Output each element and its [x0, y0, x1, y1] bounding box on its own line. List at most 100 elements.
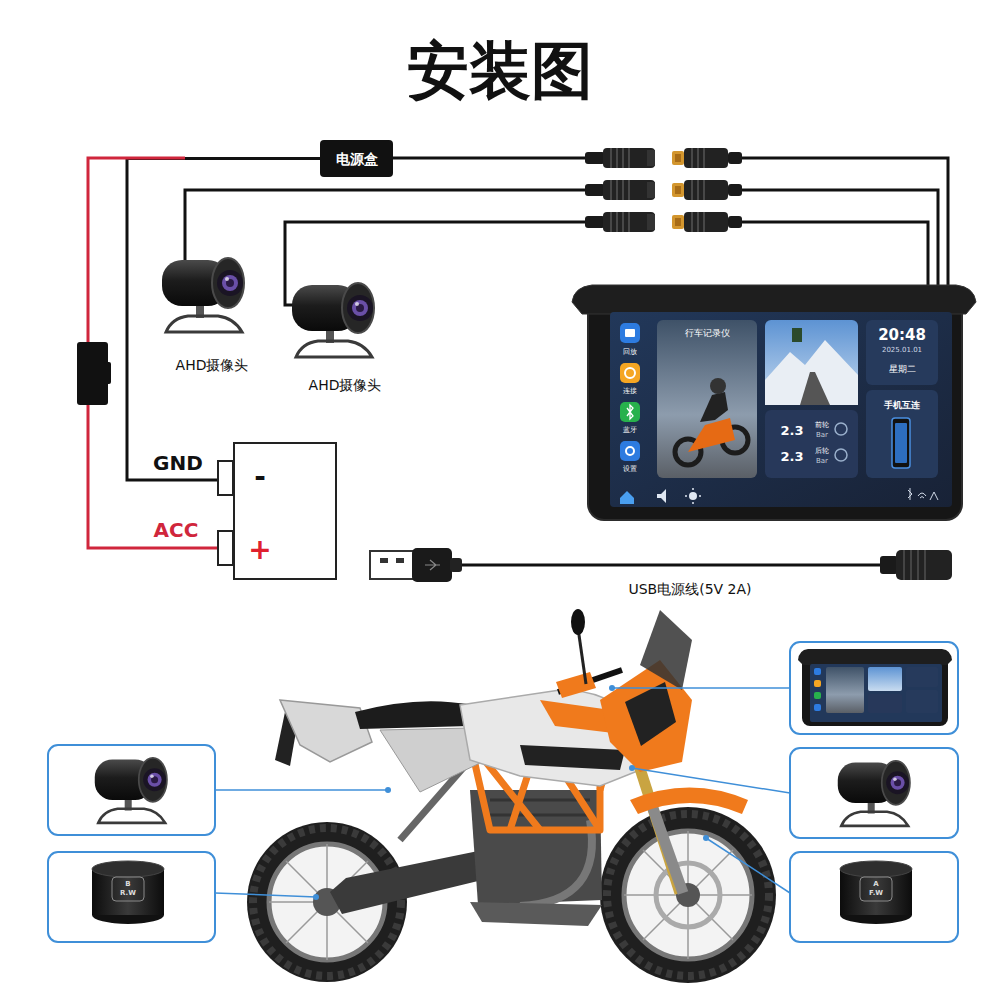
usb-cable — [380, 558, 388, 563]
callout-picture — [906, 667, 938, 687]
display-unit — [657, 489, 666, 503]
callout-picture — [906, 690, 938, 713]
waterproof-connector — [585, 212, 655, 232]
screen-text: 星期二 — [889, 365, 916, 374]
leader-line — [215, 789, 388, 791]
screen-text: 2.3 — [780, 450, 803, 463]
gnd-wire — [127, 159, 320, 481]
leader-line — [612, 687, 790, 689]
part-label: AHD摄像头 — [176, 358, 249, 372]
motorcycle — [578, 628, 586, 684]
screen-text: 20:48 — [878, 328, 926, 343]
callout-picture — [802, 656, 948, 726]
callout-picture — [92, 861, 164, 924]
screen-text: 前轮 — [815, 422, 829, 429]
ahd-camera — [162, 258, 244, 332]
waterproof-connector — [585, 180, 655, 200]
display-unit — [835, 423, 847, 435]
callout-picture — [868, 667, 902, 691]
callout-box — [48, 745, 215, 835]
fuse-holder — [77, 342, 108, 405]
motorcycle — [280, 700, 372, 762]
part-label: AHD摄像头 — [309, 378, 382, 392]
screen-text: Bar — [816, 458, 828, 465]
usb-cable — [412, 548, 452, 582]
cable-label: USB电源线(5V 2A) — [628, 582, 751, 596]
callout-picture — [814, 668, 821, 675]
display-unit — [620, 491, 634, 504]
fuse-holder — [104, 362, 111, 384]
wire-label: ACC — [154, 520, 199, 540]
callout-picture — [798, 649, 952, 665]
motorcycle — [571, 609, 585, 635]
motorcycle — [247, 609, 776, 983]
motorcycle — [624, 831, 752, 959]
sensor-mark: B — [125, 881, 130, 888]
power-box-label: 电源盒 — [336, 152, 378, 166]
motorcycle — [600, 807, 776, 983]
wiring — [740, 190, 938, 292]
leader-line — [215, 893, 316, 897]
display-unit — [627, 405, 633, 419]
motorcycle — [556, 672, 596, 698]
usb-cable — [904, 550, 925, 580]
screen-text: 连接 — [623, 388, 637, 395]
motorcycle — [656, 863, 720, 927]
display-unit — [908, 488, 912, 500]
display-unit — [620, 402, 640, 422]
ahd-camera — [292, 283, 374, 357]
display-unit — [765, 410, 858, 478]
usb-cable — [396, 558, 404, 563]
fuse-holder — [77, 342, 111, 405]
motorcycle — [470, 902, 602, 926]
sensor-mark: R.W — [120, 890, 136, 897]
display-unit — [895, 423, 907, 463]
display-unit — [572, 285, 976, 314]
display-unit — [918, 493, 926, 498]
battery-terminal — [218, 461, 233, 495]
leader-line — [632, 768, 790, 793]
display-unit — [626, 447, 634, 455]
display-unit — [620, 323, 640, 343]
display-unit — [625, 329, 635, 337]
usb-cable — [880, 556, 898, 574]
callout-picture — [814, 704, 821, 711]
usb-cable — [370, 548, 952, 582]
usb-cable — [370, 551, 414, 579]
display-unit — [620, 441, 640, 461]
display-unit — [625, 368, 635, 378]
display-unit — [800, 372, 830, 405]
wiring — [740, 222, 928, 292]
motorcycle — [607, 814, 769, 976]
screen-text: 后轮 — [815, 448, 829, 455]
battery-terminal — [218, 461, 233, 565]
display-unit — [892, 418, 910, 468]
waterproof-connector — [585, 148, 655, 168]
wiring — [460, 564, 882, 567]
callout-picture — [92, 649, 952, 924]
display-unit — [866, 320, 938, 385]
callout-box — [790, 852, 958, 942]
wiring — [740, 158, 948, 292]
wiring — [360, 157, 585, 160]
leader-line — [629, 765, 635, 771]
leader-line — [706, 838, 790, 893]
callout-box — [790, 748, 958, 838]
leader-line — [215, 685, 790, 900]
leader-line — [703, 835, 709, 841]
terminal-sign: + — [248, 536, 271, 564]
callout-box — [48, 642, 958, 942]
waterproof-connector — [672, 148, 742, 168]
screen-text: 2.3 — [780, 424, 803, 437]
sensor-mark: F.W — [869, 890, 883, 897]
callout-picture — [814, 692, 821, 699]
callout-picture — [840, 861, 912, 924]
leader-line — [609, 685, 615, 691]
motorcycle — [624, 831, 752, 959]
leader-line — [313, 894, 319, 900]
battery-terminal — [218, 531, 233, 565]
callout-picture — [826, 667, 864, 713]
display-unit — [657, 320, 757, 478]
wire-label: GND — [153, 453, 203, 473]
callout-box — [48, 852, 215, 942]
